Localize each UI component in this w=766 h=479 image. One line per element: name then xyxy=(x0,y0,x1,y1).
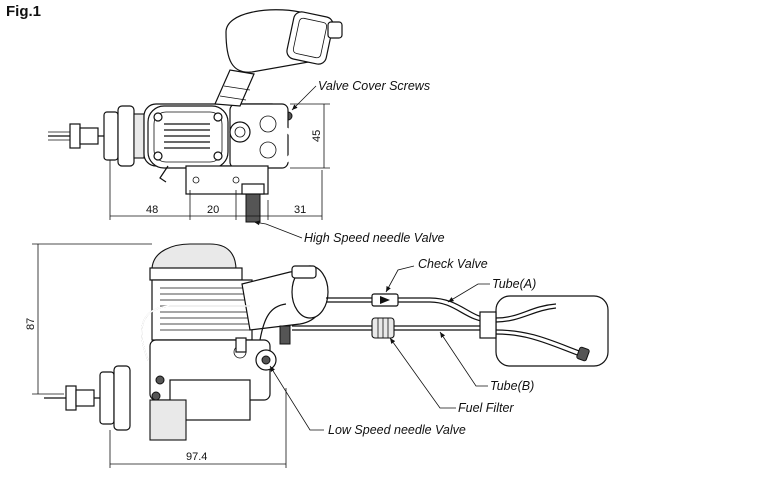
svg-text:High Speed needle Valve: High Speed needle Valve xyxy=(304,231,445,245)
callout-low-speed-needle: Low Speed needle Valve xyxy=(269,365,466,437)
svg-text:Tube(A): Tube(A) xyxy=(492,277,536,291)
dim-top-w2: 20 xyxy=(207,204,219,216)
svg-text:Valve Cover Screws: Valve Cover Screws xyxy=(318,79,430,93)
dim-top-w3: 31 xyxy=(294,204,306,216)
callout-tube-a: Tube(A) xyxy=(447,277,536,303)
dim-top-height: 45 xyxy=(311,130,323,142)
callout-high-speed-needle: High Speed needle Valve xyxy=(253,220,445,245)
cylinder-fins-icon xyxy=(160,287,250,331)
dim-side-width: 97.4 xyxy=(186,451,207,463)
cooling-fins-icon xyxy=(164,123,210,149)
callout-check-valve: Check Valve xyxy=(385,257,488,293)
svg-text:Fuel Filter: Fuel Filter xyxy=(458,401,514,415)
muffler-icon xyxy=(225,9,343,73)
svg-text:Tube(B): Tube(B) xyxy=(490,379,534,393)
side-view-engine xyxy=(44,243,329,441)
side-view-dimensions: 87 97.4 xyxy=(25,243,287,468)
needle-valve-icon xyxy=(245,191,261,223)
svg-text:Check Valve: Check Valve xyxy=(418,257,488,271)
callout-fuel-filter: Fuel Filter xyxy=(389,337,514,415)
figure-title: Fig.1 xyxy=(6,3,41,20)
top-view-engine xyxy=(48,9,343,223)
top-view-dimensions: 45 48 20 31 xyxy=(109,103,330,220)
dim-side-height: 87 xyxy=(25,318,37,330)
callout-tube-b: Tube(B) xyxy=(439,331,534,393)
fuel-system xyxy=(292,293,609,367)
dim-top-w1: 48 xyxy=(146,204,158,216)
svg-text:Low Speed needle Valve: Low Speed needle Valve xyxy=(328,423,466,437)
callout-valve-cover-screws: Valve Cover Screws xyxy=(291,79,430,111)
